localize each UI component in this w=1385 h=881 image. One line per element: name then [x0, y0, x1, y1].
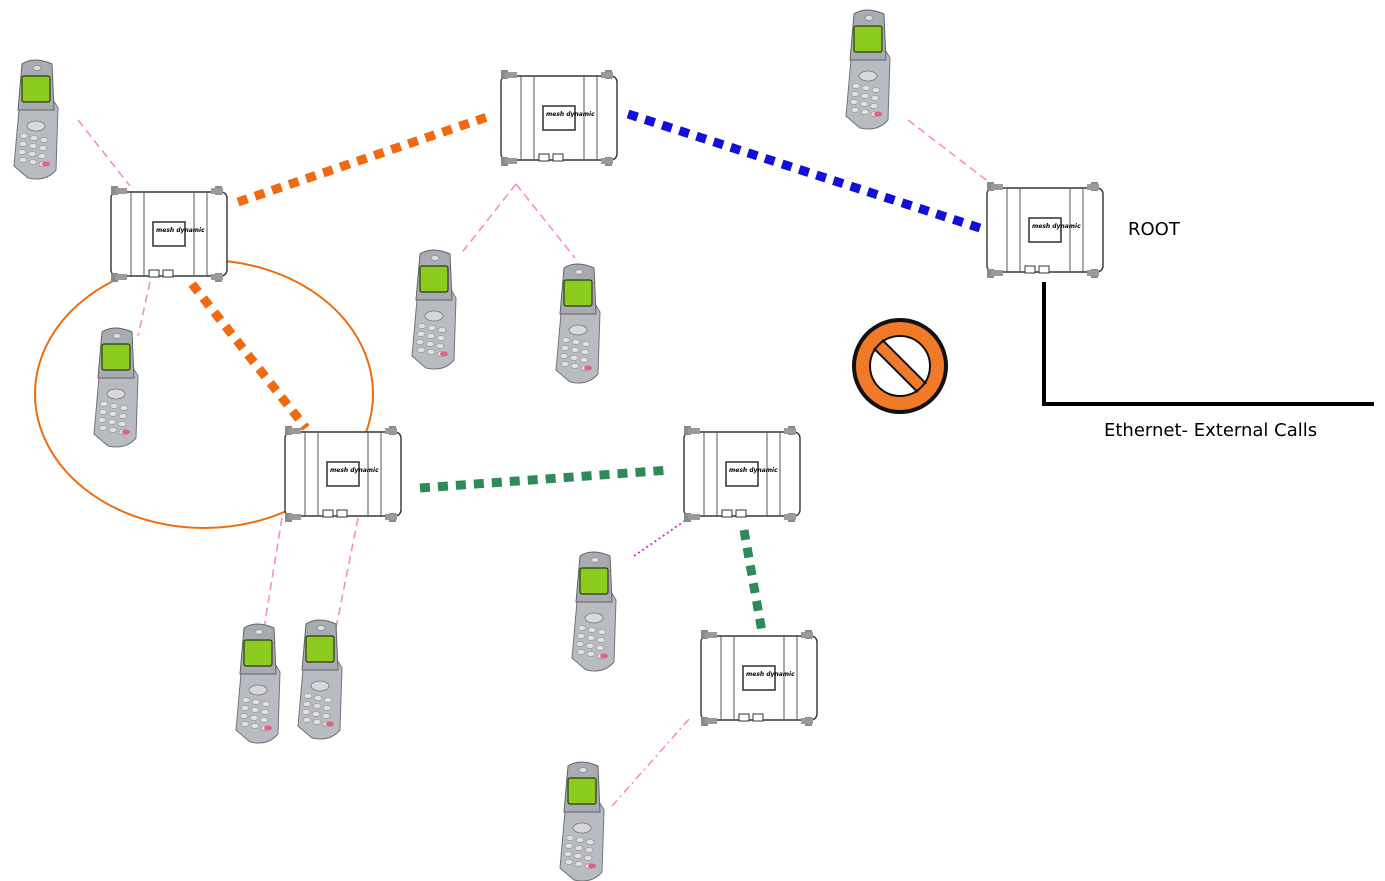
- flip-phone-icon: [559, 761, 605, 881]
- svg-text:mesh dynamic: mesh dynamic: [729, 467, 778, 474]
- client-links: [77, 119, 995, 807]
- mesh-node-icon: mesh dynamic: [110, 185, 228, 283]
- flip-phone-icon: [571, 551, 617, 672]
- blue-link: [626, 109, 982, 233]
- flip-phone-icon: [297, 619, 343, 740]
- orange-link-diagonal: [188, 281, 310, 431]
- green-link-vertical: [739, 529, 767, 633]
- flip-phone-icon: [93, 327, 139, 448]
- mesh-node-icon: mesh dynamic: [700, 629, 818, 727]
- mesh-node-icon: mesh dynamic: [500, 69, 618, 167]
- svg-text:mesh dynamic: mesh dynamic: [1032, 223, 1081, 230]
- flip-phone-icon: [235, 623, 281, 744]
- orange-link-top: [236, 111, 492, 207]
- mesh-node-icon: mesh dynamic: [986, 181, 1104, 279]
- svg-text:mesh dynamic: mesh dynamic: [156, 227, 205, 234]
- flip-phone-icon: [411, 249, 457, 370]
- flip-phone-icon: [13, 59, 59, 180]
- root-label: ROOT: [1128, 219, 1181, 240]
- dotted-client-link: [633, 519, 687, 557]
- mesh-node-icon: mesh dynamic: [284, 425, 402, 523]
- flip-phone-icon: [845, 9, 891, 130]
- flip-phone-icon: [555, 263, 601, 384]
- svg-text:mesh dynamic: mesh dynamic: [330, 467, 379, 474]
- svg-text:mesh dynamic: mesh dynamic: [546, 111, 595, 118]
- green-link-horizontal: [419, 465, 671, 493]
- backbone-links: [188, 109, 982, 633]
- no-entry-icon: [852, 318, 948, 414]
- ethernet-label: Ethernet- External Calls: [1104, 420, 1317, 441]
- ethernet-line: [1042, 282, 1374, 406]
- svg-text:mesh dynamic: mesh dynamic: [746, 671, 795, 678]
- mesh-node-icon: mesh dynamic: [683, 425, 801, 523]
